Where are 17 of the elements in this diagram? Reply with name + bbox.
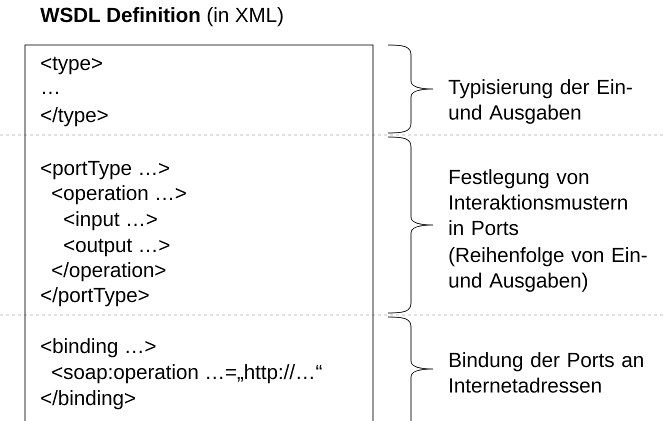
description-text: Festlegung von Interaktionsmustern in Ports	[450, 169, 627, 236]
code-line: <binding …>	[41, 338, 156, 358]
code-line: <soap:operation …=„http://…“	[52, 364, 322, 384]
title: WSDL Definition (in XML)	[40, 7, 283, 26]
code-line: <type>	[41, 56, 102, 74]
code-line: <output …>	[64, 238, 170, 256]
code-line: …	[42, 92, 58, 94]
description-text: Bindung der Ports an Internetadressen	[450, 352, 643, 393]
description-text: (Reihenfolge von Ein- und Ausgaben)	[449, 247, 647, 292]
code-line: <input …>	[64, 211, 157, 230]
code-line: </binding>	[41, 390, 135, 410]
code-line: </portType>	[41, 287, 149, 306]
description-text: Typisierung der Ein- und Ausgaben	[448, 79, 632, 124]
code-line: </operation>	[52, 262, 166, 282]
code-line: <portType …>	[41, 160, 170, 180]
code-line: <operation …>	[52, 185, 186, 204]
code-line: </type>	[41, 107, 108, 126]
